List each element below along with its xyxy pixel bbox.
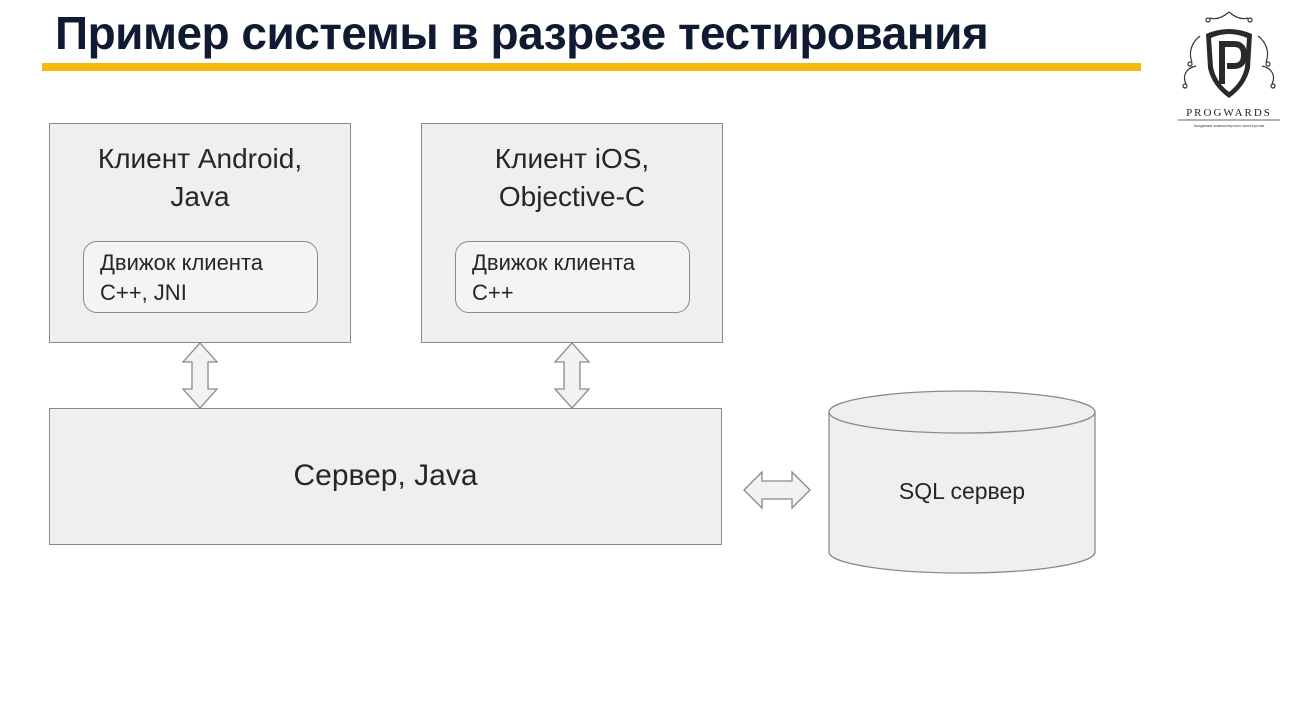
logo-tagline: Академия компьютерного мастерства: [1194, 123, 1265, 128]
ios-engine-line1: Движок клиента: [472, 250, 636, 275]
android-engine-line2: C++, JNI: [100, 280, 187, 305]
server-label: Сервер, Java: [293, 459, 478, 492]
ios-engine-line2: C++: [472, 280, 514, 305]
slide-title: Пример системы в разрезе тестирования: [55, 7, 989, 59]
sql-server-cylinder: [828, 390, 1096, 574]
ios-server-arrow: [553, 342, 591, 409]
android-engine-box: Движок клиента C++, JNI: [83, 241, 318, 313]
title-underline: [42, 63, 1141, 71]
logo-wordmark: PROGWARDS: [1186, 107, 1272, 119]
android-client-box: Клиент Android, Java Движок клиента C++,…: [49, 123, 351, 343]
ios-client-title: Клиент iOS, Objective-C: [494, 143, 650, 212]
android-server-arrow: [181, 342, 219, 409]
server-box: Сервер, Java: [49, 408, 722, 545]
ios-engine-box: Движок клиента C++: [455, 241, 690, 313]
server-db-arrow: [743, 470, 811, 510]
android-client-title: Клиент Android, Java: [97, 143, 303, 212]
android-engine-line1: Движок клиента: [100, 250, 264, 275]
ios-client-box: Клиент iOS, Objective-C Движок клиента C…: [421, 123, 723, 343]
sql-server-label: SQL сервер: [898, 478, 1026, 504]
progwards-logo: PROGWARDS Академия компьютерного мастерс…: [1178, 11, 1280, 128]
